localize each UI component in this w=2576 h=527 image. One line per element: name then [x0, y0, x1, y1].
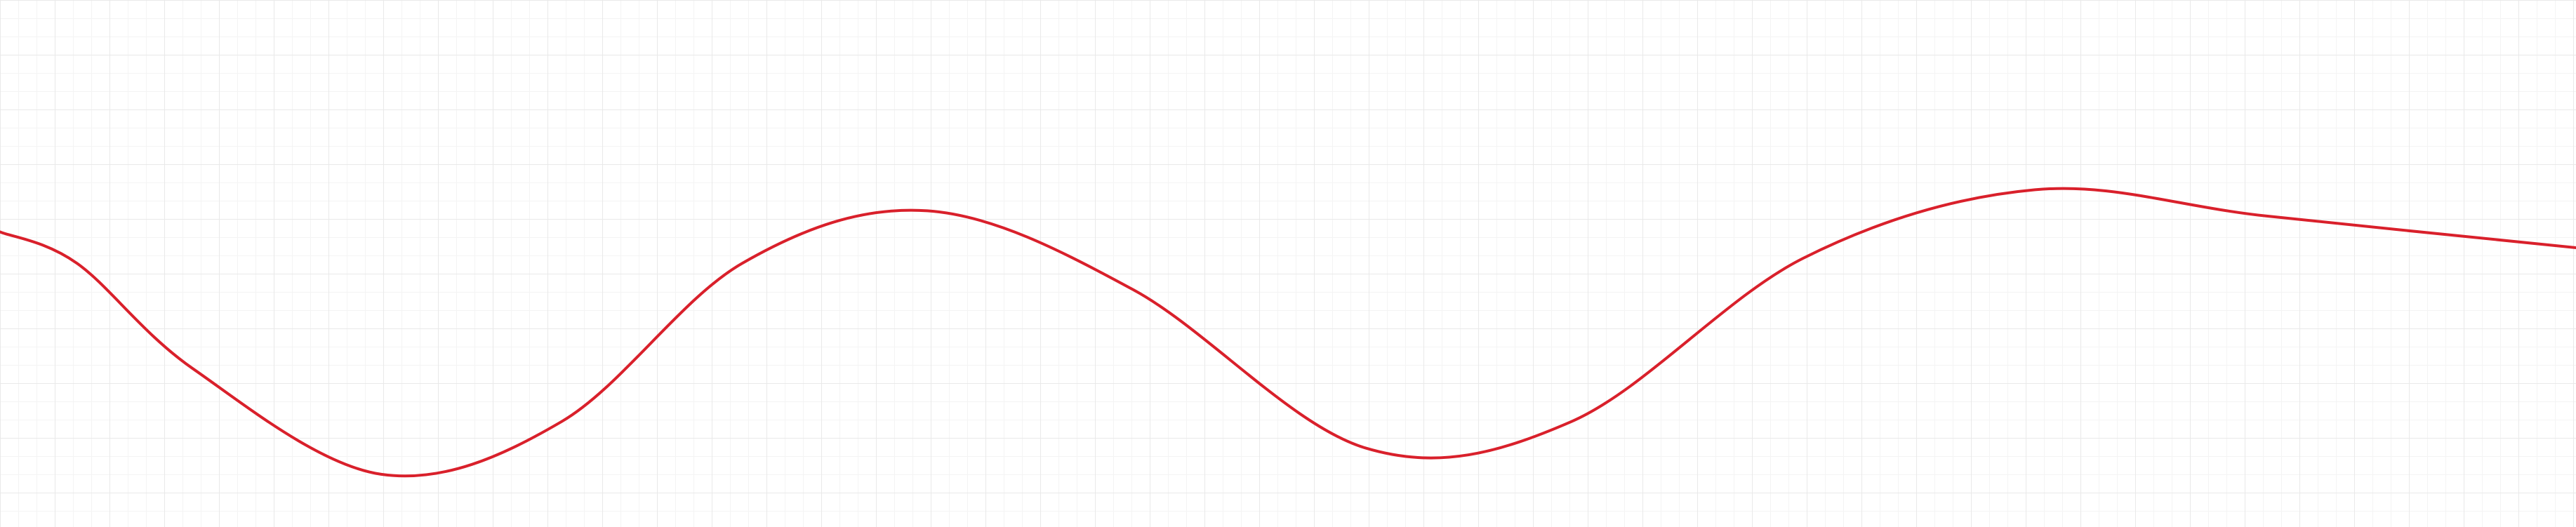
series-layer [0, 187, 2576, 478]
series-line-0 [0, 187, 2576, 478]
